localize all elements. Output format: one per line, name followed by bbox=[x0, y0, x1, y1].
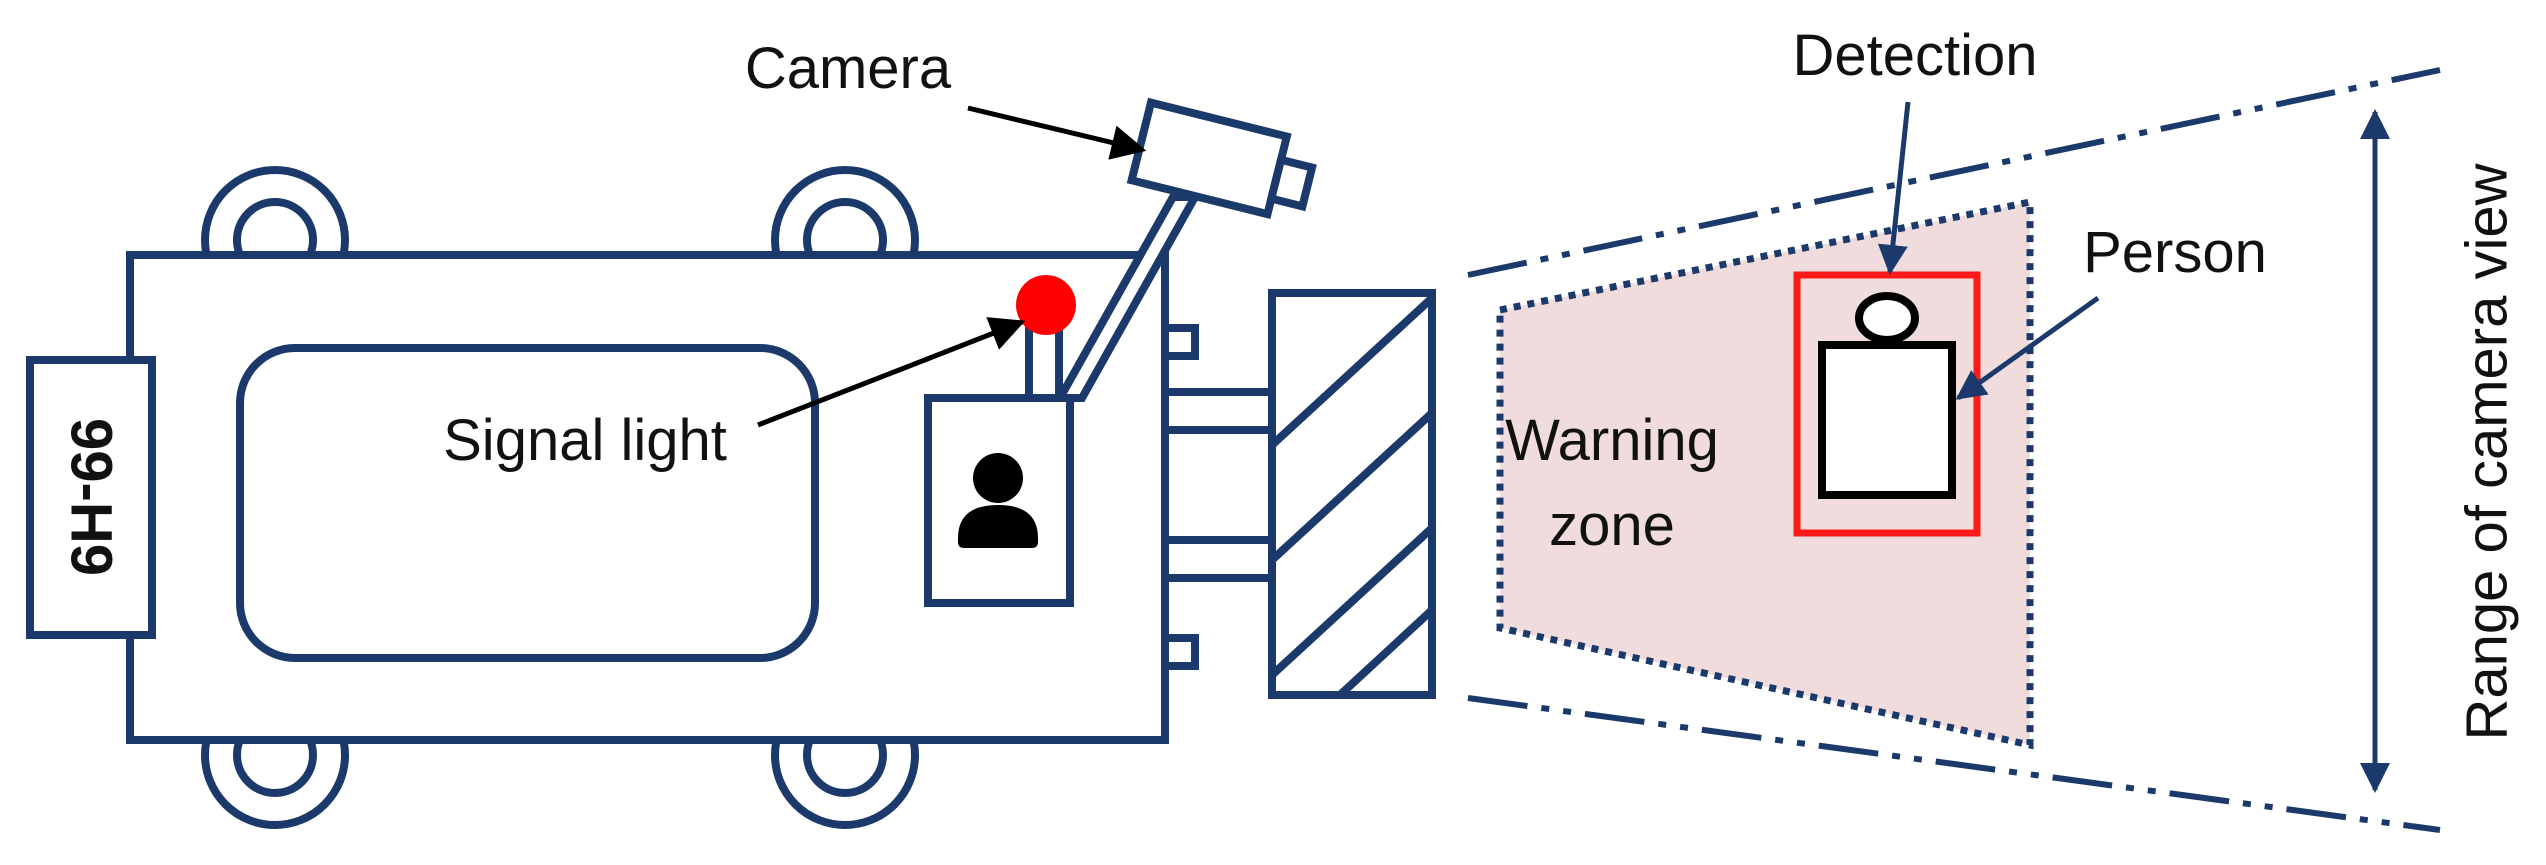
detection-pointer bbox=[1877, 101, 1911, 275]
warning-zone-label-line2: zone bbox=[1549, 493, 1675, 558]
side-bump-top bbox=[1161, 324, 1199, 360]
range-label: Range of camera view bbox=[2455, 162, 2520, 740]
view-boundary-top bbox=[1467, 67, 2441, 278]
vehicle-cabin bbox=[236, 344, 819, 662]
fork-arm-top bbox=[1161, 388, 1276, 434]
signal-light bbox=[1016, 275, 1076, 402]
person-pointer bbox=[1955, 295, 2100, 401]
camera-view-field bbox=[1467, 67, 2441, 833]
operator-icon bbox=[958, 453, 1038, 548]
license-plate: 99-H9 bbox=[26, 356, 156, 639]
detection-box bbox=[1793, 271, 1981, 537]
camera-pointer bbox=[967, 105, 1147, 160]
fork-carriage bbox=[1268, 289, 1436, 699]
camera-icon bbox=[1126, 97, 1317, 219]
plate-text: 99-H9 bbox=[59, 418, 124, 576]
camera-label: Camera bbox=[745, 36, 952, 101]
detection-label: Detection bbox=[1792, 23, 2037, 88]
warning-zone-label-line1: Warning bbox=[1505, 408, 1719, 473]
fork-arm-bottom bbox=[1161, 536, 1276, 582]
side-bump-bottom bbox=[1161, 634, 1199, 670]
camera-mount bbox=[1053, 97, 1317, 402]
person-figure bbox=[1818, 292, 1956, 499]
operator-panel bbox=[924, 394, 1074, 607]
signal-light-pointer bbox=[757, 317, 1026, 428]
signal-light-label: Signal light bbox=[443, 408, 727, 473]
person-label: Person bbox=[2083, 220, 2267, 285]
vehicle bbox=[126, 166, 1436, 829]
view-boundary-bottom bbox=[1467, 695, 2441, 833]
